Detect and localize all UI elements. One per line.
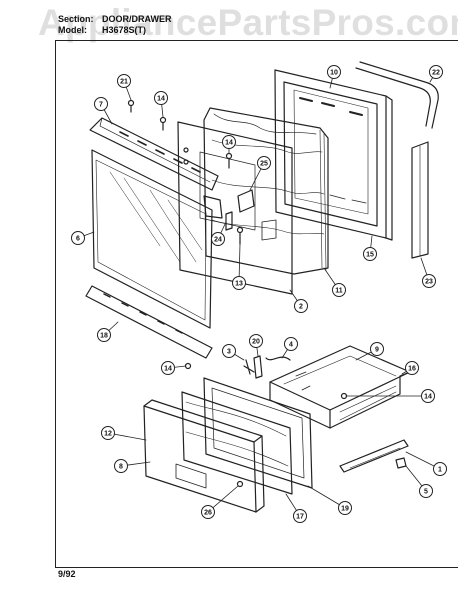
callout-8: 8 xyxy=(114,459,128,473)
callout-26: 26 xyxy=(201,505,215,519)
inner-door-panel xyxy=(177,121,293,295)
callout-14: 14 xyxy=(161,361,175,375)
callout-15: 15 xyxy=(363,247,377,261)
callout-16: 16 xyxy=(405,361,419,375)
footer-date: 9/92 xyxy=(58,569,76,579)
watermark: AppliancePartsPros.com xyxy=(38,2,458,43)
callout-3: 3 xyxy=(222,344,236,358)
callout-label: 6 xyxy=(76,236,80,243)
callout-label: 13 xyxy=(235,281,243,288)
callout-14: 14 xyxy=(421,389,435,403)
callout-24: 24 xyxy=(211,232,225,246)
callout-22: 22 xyxy=(429,65,443,79)
callout-label: 8 xyxy=(119,464,123,471)
callout-17: 17 xyxy=(293,509,307,523)
callout-19: 19 xyxy=(338,501,352,515)
callout-label: 14 xyxy=(157,96,165,103)
callout-label: 11 xyxy=(335,288,343,295)
model-value: H3678S(T) xyxy=(102,25,147,35)
callout-label: 12 xyxy=(104,431,112,438)
callout-1: 1 xyxy=(433,462,447,476)
callout-18: 18 xyxy=(97,328,111,342)
callout-21: 21 xyxy=(117,74,131,88)
callout-label: 22 xyxy=(432,70,440,77)
drawer-front-panel xyxy=(143,399,265,513)
callout-layer: 1234567891011121314141414151617181920212… xyxy=(71,65,447,523)
door-gasket xyxy=(355,61,439,129)
callout-label: 23 xyxy=(425,279,433,286)
callout-label: 15 xyxy=(366,252,374,259)
callout-label: 20 xyxy=(252,339,260,346)
callout-20: 20 xyxy=(249,334,263,348)
callout-2: 2 xyxy=(294,299,308,313)
callout-9: 9 xyxy=(370,342,384,356)
callout-label: 21 xyxy=(120,79,128,86)
callout-label: 24 xyxy=(214,237,222,244)
callout-label: 14 xyxy=(164,366,172,373)
section-header: Section: DOOR/DRAWER xyxy=(58,14,172,24)
side-trim-strip xyxy=(411,141,429,259)
callout-label: 5 xyxy=(424,489,428,496)
callout-10: 10 xyxy=(327,65,341,79)
callout-25: 25 xyxy=(257,156,271,170)
callout-label: 18 xyxy=(100,333,108,340)
callout-label: 1 xyxy=(438,467,442,474)
diagram-frame xyxy=(55,40,458,568)
callout-label: 16 xyxy=(408,366,416,373)
callout-7: 7 xyxy=(94,97,108,111)
callout-11: 11 xyxy=(332,283,346,297)
callout-13: 13 xyxy=(232,276,246,290)
drawer-insulation xyxy=(181,391,293,495)
model-header: Model: H3678S(T) xyxy=(58,25,146,35)
outer-door-glass xyxy=(91,149,223,329)
callout-4: 4 xyxy=(284,337,298,351)
door-top-trim xyxy=(89,117,219,191)
callout-label: 14 xyxy=(225,140,233,147)
callout-label: 9 xyxy=(375,347,379,354)
model-label: Model: xyxy=(58,25,87,35)
callout-label: 25 xyxy=(260,161,268,168)
callout-label: 10 xyxy=(330,70,338,77)
callout-14: 14 xyxy=(154,91,168,105)
section-value: DOOR/DRAWER xyxy=(102,14,172,24)
section-label: Section: xyxy=(58,14,94,24)
callout-6: 6 xyxy=(71,231,85,245)
callout-label: 2 xyxy=(299,304,303,311)
drawer-body xyxy=(269,345,411,429)
callout-12: 12 xyxy=(101,426,115,440)
callout-5: 5 xyxy=(419,484,433,498)
callout-label: 17 xyxy=(296,514,304,521)
drawer-slide xyxy=(339,439,409,473)
callout-label: 3 xyxy=(227,349,231,356)
door-bottom-trim xyxy=(85,285,213,359)
callout-label: 4 xyxy=(289,342,293,349)
callout-label: 14 xyxy=(424,394,432,401)
callout-14: 14 xyxy=(222,135,236,149)
callout-label: 19 xyxy=(341,506,349,513)
callout-label: 7 xyxy=(99,102,103,109)
door-liner-frame xyxy=(274,69,393,241)
insulation-pack xyxy=(203,107,329,275)
callout-23: 23 xyxy=(422,274,436,288)
callout-label: 26 xyxy=(204,510,212,517)
